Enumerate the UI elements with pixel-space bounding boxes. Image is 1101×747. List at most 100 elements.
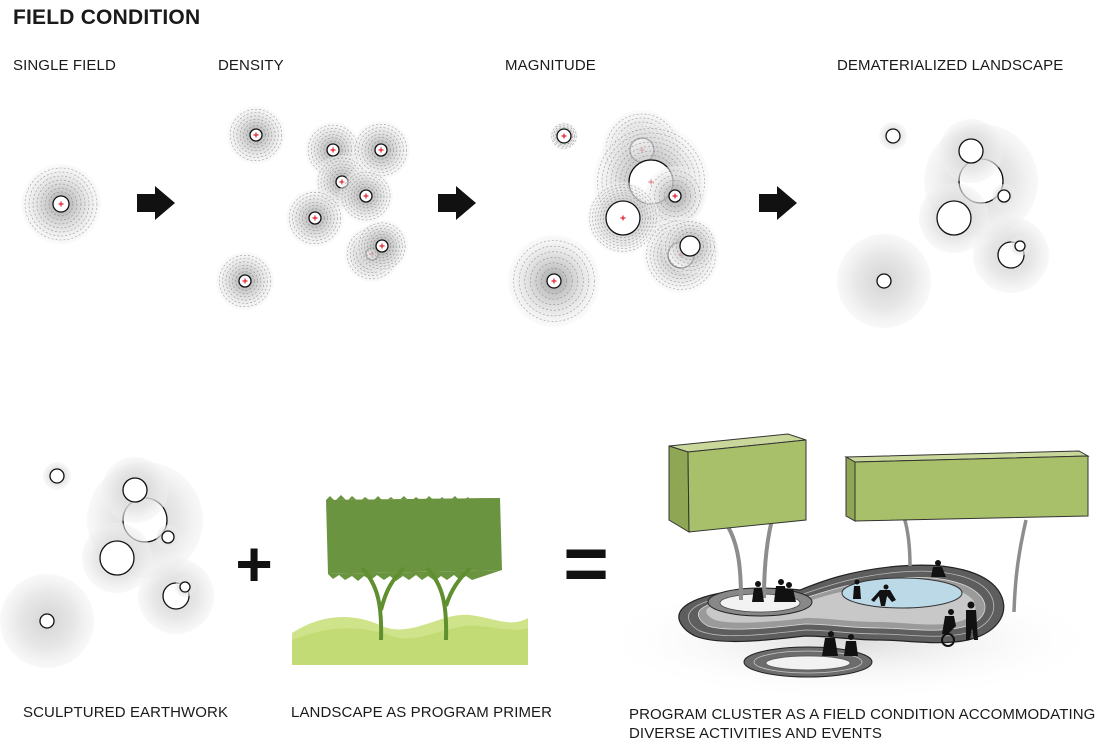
field-ring	[222, 258, 268, 304]
field-core	[49, 468, 65, 484]
label-dematerialized: DEMATERIALIZED LANDSCAPE	[837, 57, 1064, 74]
field-ring	[358, 127, 404, 173]
field-ring	[659, 180, 691, 212]
label-primer: LANDSCAPE AS PROGRAM PRIMER	[291, 704, 553, 721]
center-marker	[672, 193, 678, 199]
center-marker	[242, 278, 248, 284]
field-ring	[243, 122, 269, 148]
field-core	[1014, 240, 1026, 252]
field-core	[997, 189, 1011, 203]
field-ring	[668, 224, 712, 268]
label-cluster-line2: DIVERSE ACTIVITIES AND EVENTS	[629, 725, 882, 742]
field-ring	[551, 123, 577, 149]
field-ring	[554, 126, 574, 146]
center-marker	[620, 215, 626, 221]
density-diagram	[216, 106, 410, 310]
field-ring	[368, 137, 394, 163]
field-ring	[676, 232, 704, 260]
field-ring	[364, 133, 398, 167]
field-ring	[323, 140, 343, 160]
field-core	[122, 477, 148, 503]
field-ring	[292, 195, 338, 241]
center-marker	[379, 243, 385, 249]
field-ring	[298, 201, 332, 235]
field-ring	[347, 177, 385, 215]
arrow-right-icon	[759, 186, 797, 220]
field-ring	[592, 187, 654, 249]
tree-trunk	[425, 566, 472, 641]
field-ring	[524, 251, 584, 311]
field-ring	[529, 256, 579, 306]
field-ring	[553, 125, 575, 147]
field-core	[161, 530, 175, 544]
field-core	[179, 581, 191, 593]
center-marker	[330, 147, 336, 153]
label-magnitude: MAGNITUDE	[505, 57, 596, 74]
field-ring	[518, 245, 590, 317]
earthwork-diagram	[0, 457, 214, 668]
tree-canopy	[326, 498, 502, 574]
label-single-field: SINGLE FIELD	[13, 57, 116, 74]
single-field-diagram	[21, 164, 101, 244]
field-ring	[44, 187, 78, 221]
field-ring	[361, 225, 403, 267]
canopy-box-right	[844, 450, 1090, 522]
field-ring	[535, 262, 573, 300]
field-ring	[361, 130, 401, 170]
field-ring	[589, 184, 657, 252]
field-core	[885, 128, 901, 144]
field-ring	[672, 228, 708, 264]
field-ring	[513, 240, 595, 322]
dematerialized-diagram	[837, 119, 1049, 328]
field-ring	[369, 233, 395, 259]
field-ring	[371, 140, 391, 160]
field-ring	[229, 108, 283, 162]
field-ring	[602, 197, 644, 239]
field-core	[679, 235, 701, 257]
field-ring	[32, 175, 90, 233]
field-ring	[24, 167, 98, 241]
field-core	[39, 613, 55, 629]
people-silhouettes	[752, 560, 978, 656]
field-core	[936, 200, 972, 236]
field-ring	[353, 183, 379, 209]
magnitude-diagram	[508, 110, 719, 327]
tree-trunk	[360, 566, 406, 641]
tree-trunk	[1012, 519, 1028, 613]
field-ring	[236, 115, 276, 155]
arrow-right-icon	[137, 186, 175, 220]
field-ring	[239, 118, 273, 152]
field-ring	[40, 183, 82, 225]
center-marker	[58, 201, 64, 207]
center-marker	[378, 147, 384, 153]
canopy-box-left	[668, 433, 807, 533]
field-core	[99, 540, 135, 576]
center-marker	[363, 193, 369, 199]
program-primer-illustration	[292, 495, 528, 665]
field-ring	[246, 125, 266, 145]
field-ring	[28, 171, 94, 237]
field-ring	[367, 231, 397, 261]
field-ring	[48, 191, 74, 217]
field-ring	[302, 205, 328, 231]
center-marker	[312, 215, 318, 221]
field-ring	[305, 208, 325, 228]
equals-sign: =	[563, 519, 609, 607]
tree-trunk	[902, 516, 912, 567]
field-ring	[225, 261, 265, 301]
label-earthwork: SCULPTURED EARTHWORK	[23, 704, 229, 721]
label-cluster-line1: PROGRAM CLUSTER AS A FIELD CONDITION ACC…	[629, 706, 1096, 723]
field-ring	[233, 112, 279, 158]
field-core	[958, 138, 984, 164]
field-ring	[341, 171, 391, 221]
field-ring	[344, 174, 388, 218]
field-ring	[356, 186, 376, 206]
field-ring	[232, 268, 258, 294]
field-ring	[228, 264, 262, 298]
field-ring	[649, 170, 701, 222]
field-ring	[235, 271, 255, 291]
field-ring	[541, 268, 567, 294]
field-ring	[358, 222, 406, 270]
field-ring	[597, 128, 705, 236]
